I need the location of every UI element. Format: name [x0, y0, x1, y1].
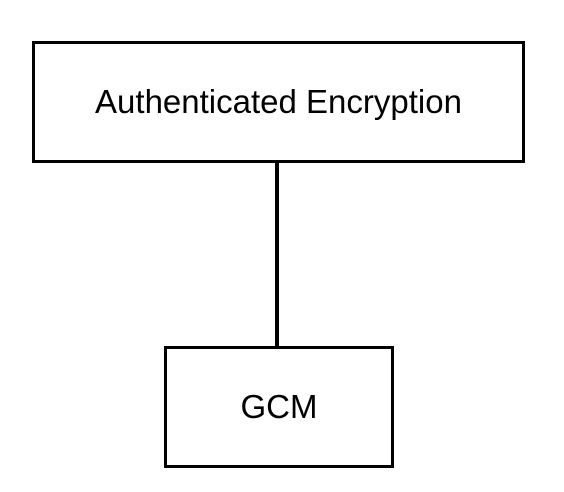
node-authenticated-encryption: Authenticated Encryption — [32, 41, 525, 163]
connector-line — [275, 162, 279, 347]
node-gcm: GCM — [164, 346, 394, 468]
node-label: GCM — [240, 388, 318, 425]
node-label: Authenticated Encryption — [95, 83, 462, 120]
